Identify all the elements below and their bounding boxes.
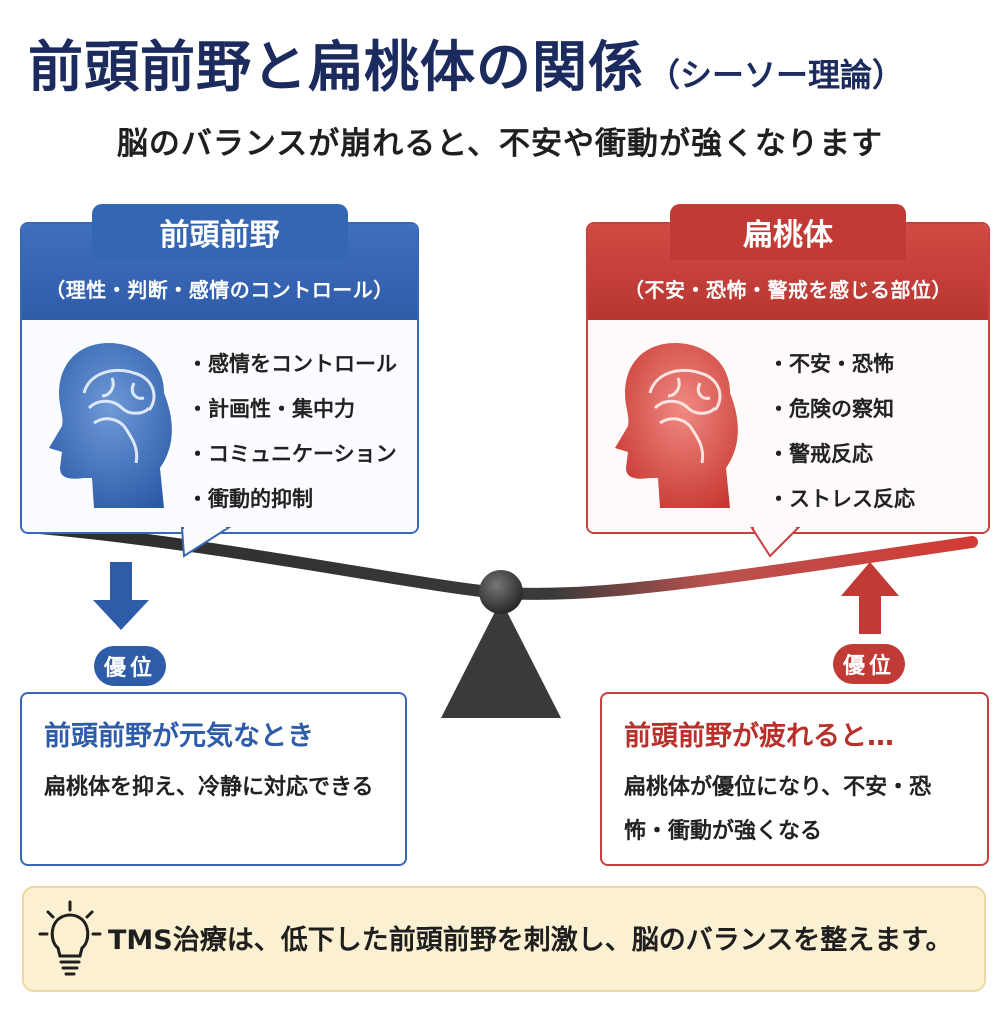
list-item: 計画性・集中力 <box>187 387 397 432</box>
list-item: 感情をコントロール <box>187 342 397 387</box>
title-sub: （シーソー理論） <box>648 56 905 94</box>
panel-title: 扁桃体 <box>670 204 906 260</box>
list-item: コミュニケーション <box>187 432 397 477</box>
box-title: 前頭前野が疲れると… <box>624 721 894 752</box>
dominant-badge-left: 優位 <box>94 646 166 686</box>
callout-tail <box>180 526 232 558</box>
seesaw-fulcrum <box>441 600 561 718</box>
list-item: 不安・恐怖 <box>768 342 915 387</box>
seesaw <box>34 522 978 718</box>
panel-body: 不安・恐怖 危険の察知 警戒反応 ストレス反応 <box>588 320 988 532</box>
panel-header: 前頭前野 （理性・判断・感情のコントロール） <box>22 204 417 320</box>
brain-head-icon <box>49 343 172 508</box>
seesaw-pivot <box>479 570 523 614</box>
arrow-up-icon <box>841 562 899 634</box>
box-text: 扁桃体を抑え、冷静に対応できる <box>44 775 374 800</box>
tms-note: TMS治療は、低下した前頭前野を刺激し、脳のバランスを整えます。 <box>22 886 986 992</box>
panel-body: 感情をコントロール 計画性・集中力 コミュニケーション 衝動的抑制 <box>22 320 417 532</box>
page-title: 前頭前野と扁桃体の関係 （シーソー理論） <box>28 22 904 102</box>
panel-role: （理性・判断・感情のコントロール） <box>45 278 394 302</box>
tired-state-box: 前頭前野が疲れると… 扁桃体が優位になり、不安・恐怖・衝動が強くなる <box>600 692 989 866</box>
box-text: 扁桃体が優位になり、不安・恐怖・衝動が強くなる <box>624 775 932 844</box>
arrow-down-icon <box>93 562 149 630</box>
list-item: 危険の察知 <box>768 387 915 432</box>
box-title: 前頭前野が元気なとき <box>44 721 314 752</box>
amygdala-panel: 扁桃体 （不安・恐怖・警戒を感じる部位） 不安・恐怖 危険の察知 <box>586 204 990 534</box>
note-text: TMS治療は、低下した前頭前野を刺激し、脳のバランスを整えます。 <box>108 925 953 956</box>
prefrontal-panel: 前頭前野 （理性・判断・感情のコントロール） 感情をコントロール 計 <box>20 204 419 534</box>
list-item: ストレス反応 <box>768 477 915 522</box>
list-item: 衝動的抑制 <box>187 477 397 522</box>
panel-title: 前頭前野 <box>91 204 348 260</box>
lightbulb-icon <box>38 900 102 976</box>
feature-list: 感情をコントロール 計画性・集中力 コミュニケーション 衝動的抑制 <box>187 342 397 522</box>
brain-head-icon <box>615 343 738 508</box>
panel-header: 扁桃体 （不安・恐怖・警戒を感じる部位） <box>588 204 988 320</box>
panel-role: （不安・恐怖・警戒を感じる部位） <box>624 278 952 302</box>
callout-tail <box>750 526 801 558</box>
feature-list: 不安・恐怖 危険の察知 警戒反応 ストレス反応 <box>768 342 915 522</box>
page-subtitle: 脳のバランスが崩れると、不安や衝動が強くなります <box>116 126 884 162</box>
healthy-state-box: 前頭前野が元気なとき 扁桃体を抑え、冷静に対応できる <box>20 692 407 866</box>
dominant-badge-right: 優位 <box>833 644 905 684</box>
title-main: 前頭前野と扁桃体の関係 <box>28 35 645 99</box>
list-item: 警戒反応 <box>768 432 915 477</box>
